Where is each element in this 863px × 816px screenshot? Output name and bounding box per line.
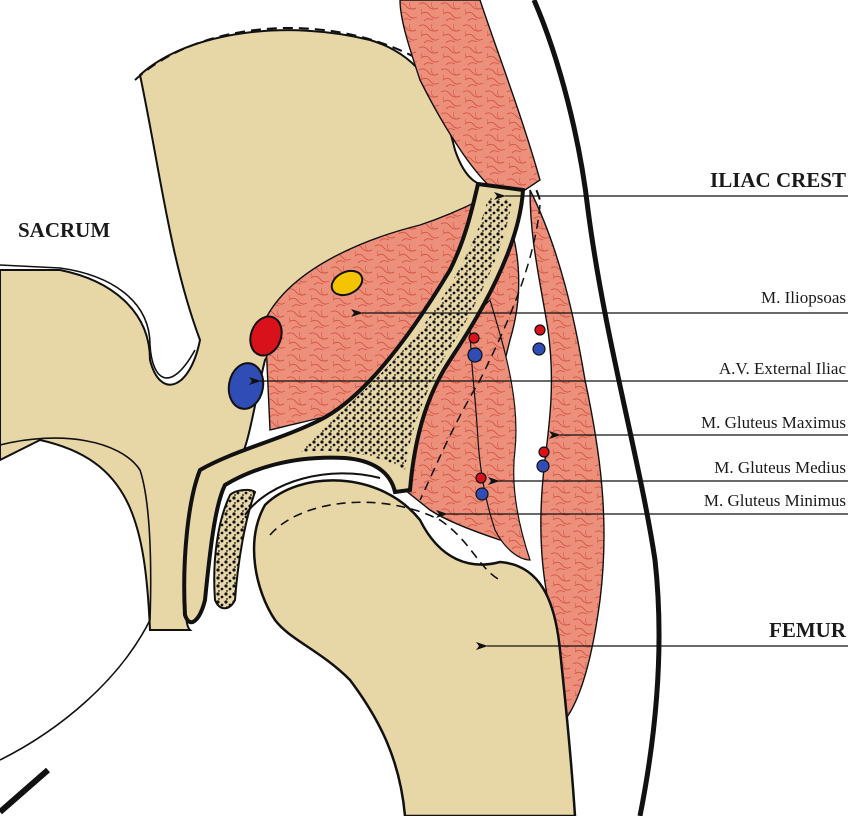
- label-gluteus-maximus: M. Gluteus Maximus: [701, 413, 846, 432]
- label-gluteus-medius: M. Gluteus Medius: [714, 458, 846, 477]
- label-iliac-crest: ILIAC CREST: [710, 168, 846, 192]
- label-gluteus-minimus: M. Gluteus Minimus: [704, 491, 846, 510]
- label-sacrum: SACRUM: [18, 218, 110, 242]
- sacroiliac-spongy-bone: [214, 490, 255, 608]
- lower-left-stroke: [0, 770, 48, 812]
- label-iliopsoas: M. Iliopsoas: [761, 288, 846, 307]
- femur-bone: [254, 480, 575, 816]
- label-external-iliac: A.V. External Iliac: [719, 359, 847, 378]
- label-femur: FEMUR: [769, 618, 847, 642]
